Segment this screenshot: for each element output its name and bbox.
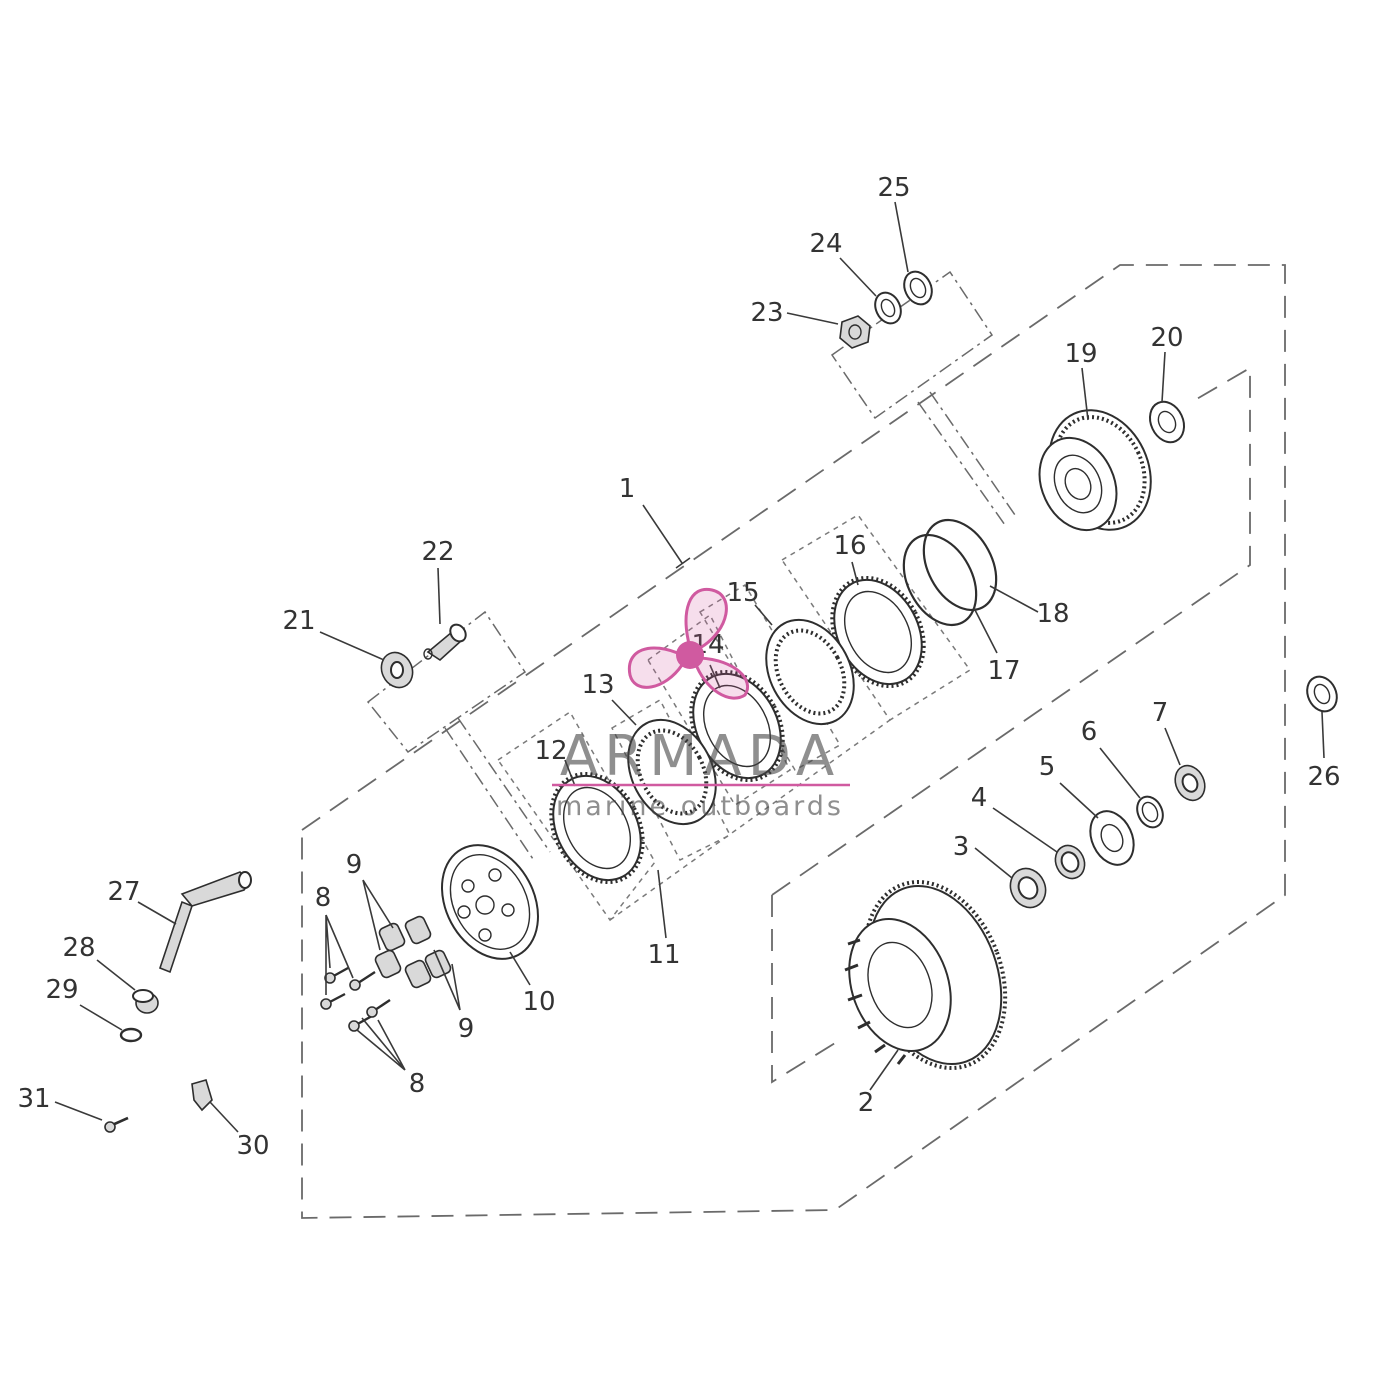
callout-29: 29 (45, 975, 78, 1005)
clutch-drum-boundary (771, 366, 1251, 1084)
callout-23: 23 (750, 298, 783, 328)
callout-31: 31 (17, 1084, 50, 1114)
callout-25: 25 (877, 173, 910, 203)
callout-22: 22 (421, 537, 454, 567)
pushrod-box (366, 610, 551, 863)
bolt-31 (104, 1116, 129, 1133)
watermark: ARMADA marine outboards (552, 587, 850, 822)
washer-24 (874, 291, 902, 325)
callout-9-upper: 9 (346, 850, 363, 880)
needle-bearing-3 (1009, 867, 1047, 909)
callout-9-lower: 9 (458, 1014, 475, 1044)
callout-numbers: 1 2 3 4 5 6 7 8 8 9 9 10 11 12 13 14 15 … (17, 173, 1340, 1161)
callout-7: 7 (1152, 698, 1169, 728)
bush-28 (132, 989, 159, 1014)
callout-8-upper: 8 (315, 883, 332, 913)
plain-plate-13 (627, 718, 717, 826)
callout-6: 6 (1081, 717, 1098, 747)
washer-20 (1148, 400, 1186, 444)
callout-11: 11 (647, 940, 680, 970)
callout-17: 17 (987, 656, 1020, 686)
sleeve-4 (1054, 844, 1086, 880)
callout-16: 16 (833, 531, 866, 561)
watermark-subtitle: marine outboards (556, 791, 844, 822)
o-ring-17 (902, 533, 978, 627)
bush-6 (1136, 795, 1164, 829)
release-lever-27 (159, 871, 252, 974)
pressure-plate-10 (441, 844, 539, 960)
callout-26: 26 (1307, 762, 1340, 792)
propeller-logo-icon (627, 587, 750, 700)
callout-10: 10 (522, 987, 555, 1017)
hub-fastener-box (830, 270, 1016, 526)
friction-plate-12 (549, 771, 645, 885)
o-ring-29 (119, 1027, 143, 1043)
callout-19: 19 (1064, 339, 1097, 369)
callout-1: 1 (619, 474, 636, 504)
clutch-drum-2 (844, 880, 1008, 1070)
callout-5: 5 (1039, 752, 1056, 782)
watermark-name: ARMADA (560, 724, 840, 789)
washer-26 (1306, 675, 1338, 713)
bearing-21 (380, 651, 414, 689)
callout-4: 4 (971, 783, 988, 813)
callout-18: 18 (1036, 599, 1069, 629)
callout-8-lower: 8 (409, 1069, 426, 1099)
main-assembly-boundary (301, 264, 1286, 1219)
o-ring-18 (922, 518, 998, 612)
callout-21: 21 (282, 606, 315, 636)
callout-13: 13 (581, 670, 614, 700)
callout-27: 27 (107, 877, 140, 907)
pushrod-22 (423, 623, 467, 662)
bolts-8 (320, 966, 391, 1032)
thrust-washer-5 (1089, 810, 1135, 866)
callout-28: 28 (62, 933, 95, 963)
callout-3: 3 (953, 832, 970, 862)
leader-lines (54, 201, 1325, 1133)
callout-30: 30 (236, 1131, 269, 1161)
plain-plate-15 (765, 618, 855, 726)
callout-20: 20 (1150, 323, 1183, 353)
bearing-7 (1174, 764, 1206, 802)
nut-23 (839, 315, 871, 349)
plate-pack-lower-edge (609, 719, 891, 921)
callout-12: 12 (534, 736, 567, 766)
washer-25 (903, 270, 933, 306)
callout-24: 24 (809, 229, 842, 259)
bracket-30 (191, 1079, 213, 1112)
parts (104, 270, 1338, 1133)
springs-9 (374, 915, 452, 989)
callout-15: 15 (726, 578, 759, 608)
callout-2: 2 (858, 1088, 875, 1118)
clutch-hub-19 (1038, 409, 1152, 532)
